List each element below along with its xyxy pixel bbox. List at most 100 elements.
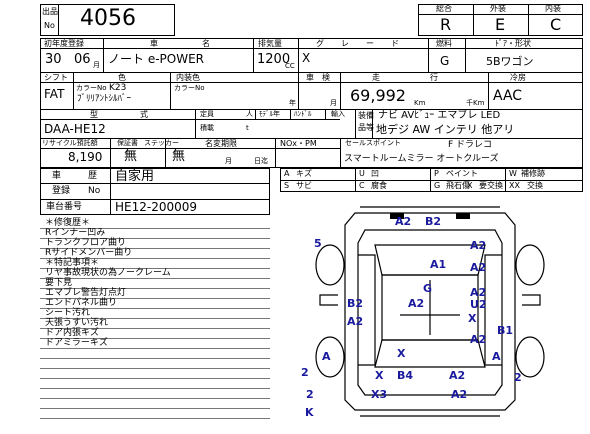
model-value: DAA-HE12 xyxy=(44,122,106,136)
thousand-km-unit: 千Km xyxy=(466,99,485,107)
car-damage-diagram xyxy=(315,206,545,417)
cc-unit: CC xyxy=(285,62,295,70)
mark-a2-bumper: A2 xyxy=(451,388,468,401)
note-line-2: Rインナー凹み xyxy=(45,228,106,238)
equipment-line-1: ナビ AVﾋﾞｭｰ エマブレ LED xyxy=(378,110,501,121)
note-rule xyxy=(40,328,270,329)
door-shape-value: 5Bワゴン xyxy=(486,55,534,68)
sticker-label: ステッカー xyxy=(144,139,179,147)
displacement-label: 排気量 xyxy=(258,39,282,48)
capacity-label: 定員 xyxy=(200,110,214,118)
note-rule xyxy=(40,228,270,229)
note-rule xyxy=(40,368,270,369)
note-rule xyxy=(40,278,270,279)
equipment-line-2: 地デジ AW インテリ 他アリ xyxy=(376,123,515,136)
mark-a2-left: A2 xyxy=(347,315,364,328)
shift-label: シフト xyxy=(44,73,68,82)
legend-xx-code: XX xyxy=(509,181,520,190)
reg-month-unit: 月 xyxy=(93,61,100,69)
import-label: 輸入 xyxy=(331,110,345,118)
legend-u-code: U xyxy=(359,169,365,178)
vehicle-info-box xyxy=(40,168,270,215)
warranty-value: 無 xyxy=(124,149,138,164)
displacement: 1200 xyxy=(257,52,291,67)
color-no-label: カラーNo xyxy=(76,84,107,92)
overall-grade: R xyxy=(440,15,452,34)
mark-a2-rear-right: A2 xyxy=(470,333,487,346)
mark-b4: B4 xyxy=(397,369,414,382)
selling-points-line-2: スマートルームミラー オートクルーズ xyxy=(344,154,499,164)
legend-c-text: 腐食 xyxy=(371,181,387,190)
note-rule xyxy=(40,308,270,309)
interior-no-label: カラーNo xyxy=(174,84,205,92)
color-name: ﾌﾞﾘﾘｱﾝﾄｼﾙﾊﾞｰ xyxy=(77,94,132,104)
grade-value: X xyxy=(302,51,311,65)
car-name-label-2: 名 xyxy=(202,39,210,48)
car-name: ノート e-POWER xyxy=(108,52,204,66)
note-line-13: ドアミラーキズ xyxy=(45,338,108,348)
notes-area xyxy=(40,218,270,424)
legend-w-code: W xyxy=(509,169,517,178)
legend-a-text: キズ xyxy=(296,169,312,178)
fuel-label: 燃料 xyxy=(436,39,452,48)
inspection-label-1: 車 xyxy=(306,73,314,82)
model-label-1: 型 xyxy=(90,110,98,119)
spec-grid xyxy=(40,38,583,168)
note-line-7: 要下見 xyxy=(45,278,73,288)
registration-label-2: No xyxy=(88,186,101,196)
handle-label: ﾊﾝﾄﾞﾙ xyxy=(294,110,312,118)
note-line-10: シート汚れ xyxy=(45,308,91,318)
note-rule xyxy=(40,398,270,399)
legend-c-code: C xyxy=(359,181,365,190)
name-change-deadline-label: 名変期限 xyxy=(205,139,237,148)
grade-label-1: グ xyxy=(316,39,324,48)
legend-u-text: 凹 xyxy=(371,169,379,178)
mark-x-back: X xyxy=(375,369,384,382)
first-reg-label: 初年度登録 xyxy=(44,39,84,48)
note-line-8: エマブレ警告灯点灯 xyxy=(45,288,127,298)
recycle-label: リサイクル預託額 xyxy=(42,139,98,147)
vehicle-type: 自家用 xyxy=(115,169,155,184)
inspection-month-unit: 月 xyxy=(330,99,337,107)
legend-g-text: 飛石傷 xyxy=(446,181,470,190)
mark-k: K xyxy=(305,406,314,419)
legend-g-code: G xyxy=(434,181,441,190)
mark-a-left: A xyxy=(322,350,331,363)
equipment-label: 装備 xyxy=(358,111,374,120)
inspection-year-unit: 年 xyxy=(289,99,296,107)
grade-label-4: ド xyxy=(391,39,399,48)
note-rule xyxy=(40,298,270,299)
note-rule xyxy=(40,338,270,339)
mark-x-right: X xyxy=(468,312,477,325)
mark-b2-left: B2 xyxy=(347,297,364,310)
lot-number: 4056 xyxy=(80,6,136,31)
note-rule xyxy=(40,388,270,389)
mark-a2-back: A2 xyxy=(449,369,466,382)
note-rule xyxy=(40,348,270,349)
km-unit: Km xyxy=(414,99,426,107)
mark-num-5: 5 xyxy=(314,237,322,250)
load-label: 積載 xyxy=(200,124,214,132)
exterior-grade: E xyxy=(495,15,506,34)
note-rule xyxy=(40,288,270,289)
chassis-label: 車台番号 xyxy=(46,202,83,212)
interior-color-label: 内装色 xyxy=(176,73,200,82)
shift-value: FAT xyxy=(44,87,65,101)
mark-num-2-bottom-left: 2 xyxy=(306,388,314,401)
vehicle-type-label-2: 歴 xyxy=(88,171,98,181)
fuel-value: G xyxy=(440,54,450,68)
note-rule xyxy=(40,408,270,409)
selling-points-line-1: F ドラレコ xyxy=(448,140,493,150)
legend-s-text: サビ xyxy=(296,181,312,190)
load-unit: t xyxy=(246,124,249,132)
color-label: 色 xyxy=(118,73,126,82)
mark-b1: B1 xyxy=(497,324,514,337)
exterior-grade-title: 外装 xyxy=(490,4,506,13)
note-line-4: Rサイドメンバー曲り xyxy=(45,248,133,258)
mark-a2-top-left: A2 xyxy=(395,215,412,228)
reg-month: 06 xyxy=(74,52,91,67)
interior-grade: C xyxy=(550,15,562,34)
lot-label-bottom: No xyxy=(44,21,55,30)
model-label-2: 式 xyxy=(140,110,148,119)
